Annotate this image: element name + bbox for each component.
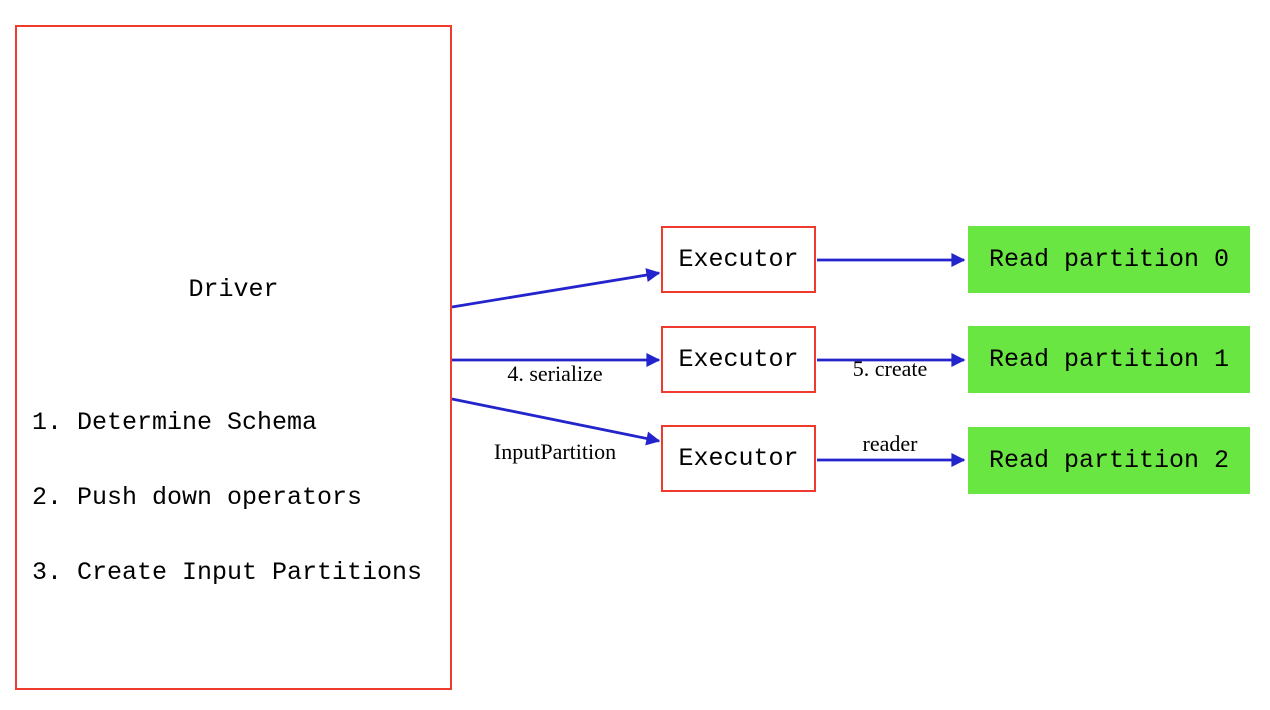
reader-arrow-label: 5. create reader <box>820 306 960 506</box>
driver-step-3: 3. Create Input Partitions <box>32 558 423 587</box>
driver-box: Driver 1. Determine Schema 2. Push down … <box>15 25 452 690</box>
serialize-arrow-label-line1: 4. serialize <box>507 361 603 386</box>
serialize-arrow-label-line2: InputPartition <box>493 439 617 464</box>
reader-arrow-label-line2: reader <box>862 431 918 456</box>
serialize-arrow-label: 4. serialize InputPartition <box>450 309 660 517</box>
executor-box-2: Executor <box>661 425 816 492</box>
partition-box-1: Read partition 1 <box>968 326 1250 393</box>
driver-step-1: 1. Determine Schema <box>32 408 318 437</box>
driver-step-2: 2. Push down operators <box>32 483 363 512</box>
arrow-driver-to-executor-0 <box>451 268 661 309</box>
reader-arrow-label-line1: 5. create <box>852 356 928 381</box>
partition-box-0: Read partition 0 <box>968 226 1250 293</box>
driver-title: Driver <box>188 275 279 304</box>
executor-box-1: Executor <box>661 326 816 393</box>
driver-steps: 1. Determine Schema 2. Push down operato… <box>32 360 422 635</box>
partition-box-2: Read partition 2 <box>968 427 1250 494</box>
executor-box-0: Executor <box>661 226 816 293</box>
